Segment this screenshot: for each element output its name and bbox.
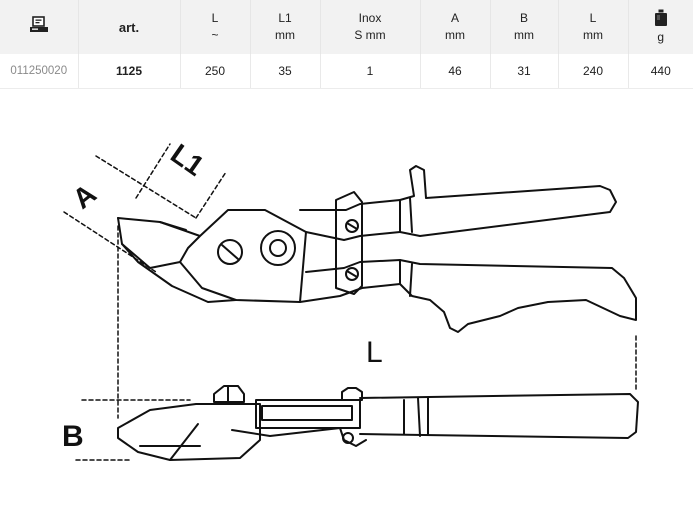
header-length-unit: ~ (211, 28, 219, 42)
header-a-unit: mm (445, 28, 465, 42)
header-art-label: art. (118, 19, 140, 35)
header-a: A mm (420, 0, 491, 54)
cell-length: 250 (180, 54, 251, 89)
cell-art: 1125 (78, 54, 181, 89)
snips-side-view (117, 165, 637, 333)
cell-inox: 1 (320, 54, 421, 89)
header-a-label: A (450, 11, 459, 25)
cell-a: 46 (420, 54, 491, 89)
tin-snips-technical-drawing: A L1 L B (62, 138, 639, 461)
computer-icon (29, 15, 48, 32)
header-row: art. L ~ L1 mm Inox S mm A mm B mm (0, 0, 693, 54)
header-inox: Inox S mm (320, 0, 421, 54)
cell-l1: 35 (250, 54, 321, 89)
cell-weight: 440 (628, 54, 693, 89)
header-l-mm: L mm (558, 0, 629, 54)
header-code (0, 0, 79, 54)
cell-code: 011250020 (0, 54, 79, 89)
header-l1-unit: mm (275, 28, 295, 42)
dimension-label-l1: L1 (165, 138, 210, 182)
dimension-lines-top (63, 143, 637, 419)
dimension-label-l: L (366, 336, 383, 369)
header-l-mm-unit: mm (583, 28, 603, 42)
dimension-lines-bottom (75, 399, 191, 461)
snips-top-view (117, 385, 639, 461)
header-b-unit: mm (514, 28, 534, 42)
header-inox-label: Inox (358, 11, 382, 25)
cell-b: 31 (490, 54, 559, 89)
header-l1: L1 mm (250, 0, 321, 54)
dimension-label-b: B (62, 420, 84, 453)
header-weight-unit: g (657, 29, 665, 44)
header-b: B mm (490, 0, 559, 54)
table-row: 011250020 1125 250 35 1 46 31 240 440 (0, 54, 693, 89)
spec-table: art. L ~ L1 mm Inox S mm A mm B mm (0, 0, 693, 89)
cell-l-mm: 240 (558, 54, 629, 89)
header-length: L ~ (180, 0, 251, 54)
header-weight: g (628, 0, 693, 54)
header-length-label: L (211, 11, 219, 25)
dimension-label-a: A (67, 178, 102, 215)
header-l1-label: L1 (278, 11, 292, 25)
header-b-label: B (519, 11, 528, 25)
header-art: art. (78, 0, 181, 54)
weight-icon (654, 9, 667, 26)
header-inox-unit: S mm (354, 28, 386, 42)
header-l-mm-label: L (589, 11, 597, 25)
